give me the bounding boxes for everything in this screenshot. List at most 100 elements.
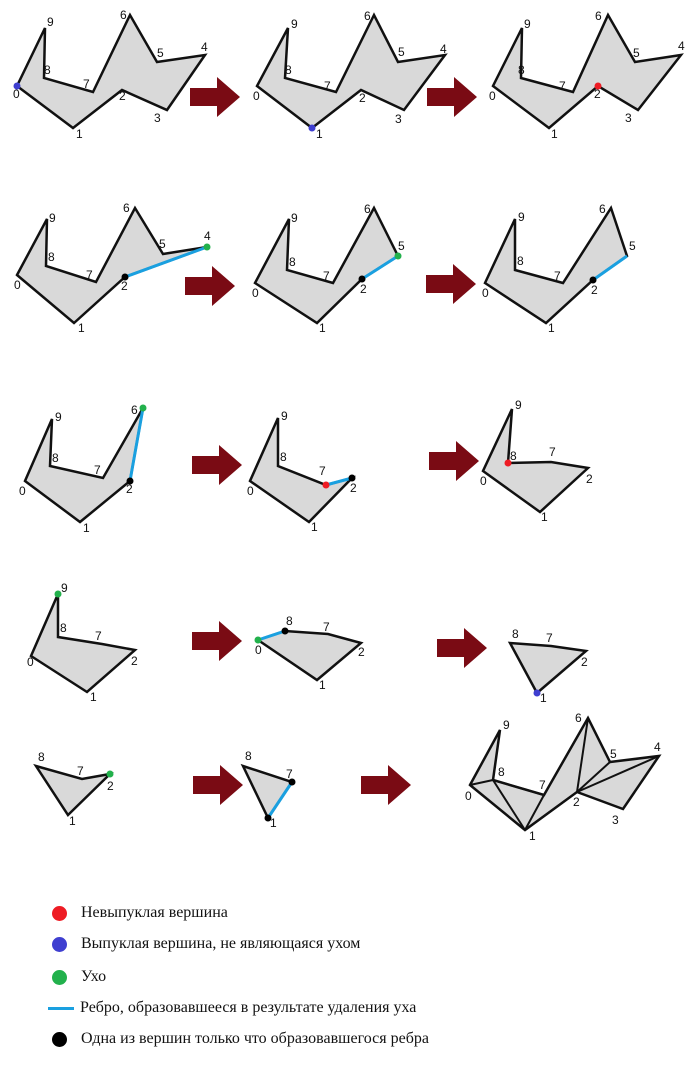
- vertex-label: 1: [316, 127, 323, 141]
- vertex-label: 9: [291, 211, 298, 225]
- vertex-label: 2: [121, 279, 128, 293]
- vertex-label: 9: [518, 210, 525, 224]
- right-arrow-icon: [190, 77, 240, 117]
- vertex-label: 9: [61, 581, 68, 595]
- vertex-label: 2: [350, 481, 357, 495]
- vertex-label: 2: [119, 89, 126, 103]
- vertex-label: 5: [159, 237, 166, 251]
- polygon-step-7: [23, 407, 145, 524]
- vertex-marker-ear: [54, 590, 62, 598]
- vertex-label: 9: [55, 410, 62, 424]
- vertex-label: 1: [551, 127, 558, 141]
- vertex-label: 4: [440, 42, 447, 56]
- vertex-label: 3: [395, 112, 402, 126]
- vertex-label: 5: [398, 45, 405, 59]
- vertex-label: 3: [625, 111, 632, 125]
- new-edge-step-14: [266, 781, 294, 819]
- vertex-label: 5: [633, 46, 640, 60]
- vertex-label: 0: [13, 87, 20, 101]
- vertex-label: 1: [319, 678, 326, 692]
- vertex-label: 8: [285, 63, 292, 77]
- vertex-label: 9: [515, 398, 522, 412]
- vertex-marker-nonconvex: [322, 481, 330, 489]
- vertex-marker-new-edge-vertex: [358, 275, 366, 283]
- new-edge-step-4: [124, 245, 208, 279]
- vertex-marker-ear: [139, 404, 147, 412]
- vertex-label: 0: [252, 286, 259, 300]
- vertex-label: 8: [38, 750, 45, 764]
- vertex-marker-convex-non-ear: [13, 82, 21, 90]
- vertex-label: 7: [286, 767, 293, 781]
- vertex-label: 2: [586, 472, 593, 486]
- vertex-label: 4: [678, 39, 685, 53]
- right-arrow-icon: [426, 264, 476, 304]
- legend-nonconvex: Невыпуклая вершина: [52, 902, 228, 924]
- vertex-marker-new-edge-vertex: [281, 627, 289, 635]
- new-edge-step-7: [128, 407, 145, 482]
- right-arrow-icon: [193, 765, 243, 805]
- vertex-label: 1: [78, 321, 85, 335]
- vertex-label: 7: [539, 778, 546, 792]
- right-arrow-icon: [429, 441, 479, 481]
- red-dot-icon: [52, 905, 67, 921]
- vertex-label: 0: [19, 484, 26, 498]
- right-arrow-icon: [437, 628, 487, 668]
- legend-new-edge-text: Ребро, образовавшееся в результате удале…: [80, 999, 417, 1016]
- vertex-label: 2: [360, 282, 367, 296]
- legend-edge-vertex: Одна из вершин только что образовавшегос…: [52, 1028, 429, 1050]
- vertex-label: 8: [280, 450, 287, 464]
- vertex-label: 0: [489, 89, 496, 103]
- new-edge-step-5: [361, 254, 399, 281]
- triangulation-diagonal: [576, 717, 589, 793]
- vertex-marker-convex-non-ear: [533, 689, 541, 697]
- new-edge-step-11: [257, 629, 286, 642]
- vertex-label: 8: [52, 451, 59, 465]
- vertex-label: 2: [107, 779, 114, 793]
- vertex-label: 8: [512, 627, 519, 641]
- triangulation-diagonal: [576, 761, 611, 793]
- polygon-step-5: [253, 205, 400, 325]
- vertex-label: 1: [311, 520, 318, 534]
- vertex-label: 5: [610, 747, 617, 761]
- vertex-label: 8: [245, 749, 252, 763]
- new-edge-step-6: [592, 254, 628, 282]
- vertex-label: 6: [364, 202, 371, 216]
- triangulation-diagonal: [587, 717, 611, 763]
- legend-ear-text: Ухо: [81, 968, 107, 985]
- vertex-label: 0: [482, 286, 489, 300]
- legend-ear: Ухо: [52, 966, 106, 988]
- vertex-label: 7: [94, 463, 101, 477]
- vertex-label: 1: [69, 814, 76, 828]
- right-arrow-icon: [361, 765, 411, 805]
- black-dot-icon: [52, 1031, 67, 1047]
- right-arrow-icon: [192, 621, 242, 661]
- vertex-marker-new-edge-vertex: [121, 273, 129, 281]
- vertex-label: 5: [629, 239, 636, 253]
- vertex-label: 7: [546, 631, 553, 645]
- vertex-label: 9: [524, 17, 531, 31]
- legend-convex-non-ear: Выпуклая вершина, не являющаяся ухом: [52, 933, 360, 955]
- green-dot-icon: [52, 969, 67, 985]
- vertex-label: 5: [398, 239, 405, 253]
- legend-convex-non-ear-text: Выпуклая вершина, не являющаяся ухом: [81, 935, 361, 952]
- vertex-label: 9: [47, 15, 54, 29]
- vertex-label: 2: [594, 87, 601, 101]
- vertex-label: 2: [573, 795, 580, 809]
- vertex-label: 8: [44, 63, 51, 77]
- vertex-marker-ear: [394, 252, 402, 260]
- vertex-marker-ear: [254, 636, 262, 644]
- vertex-label: 3: [612, 813, 619, 827]
- vertex-label: 8: [510, 449, 517, 463]
- vertex-marker-nonconvex: [594, 82, 602, 90]
- vertex-marker-nonconvex: [504, 459, 512, 467]
- vertex-label: 6: [123, 201, 130, 215]
- vertex-label: 6: [595, 9, 602, 23]
- vertex-marker-convex-non-ear: [308, 124, 316, 132]
- vertex-label: 8: [286, 614, 293, 628]
- vertex-label: 7: [554, 269, 561, 283]
- vertex-label: 2: [591, 283, 598, 297]
- vertex-marker-new-edge-vertex: [348, 474, 356, 482]
- vertex-label: 9: [291, 17, 298, 31]
- vertex-label: 0: [253, 89, 260, 103]
